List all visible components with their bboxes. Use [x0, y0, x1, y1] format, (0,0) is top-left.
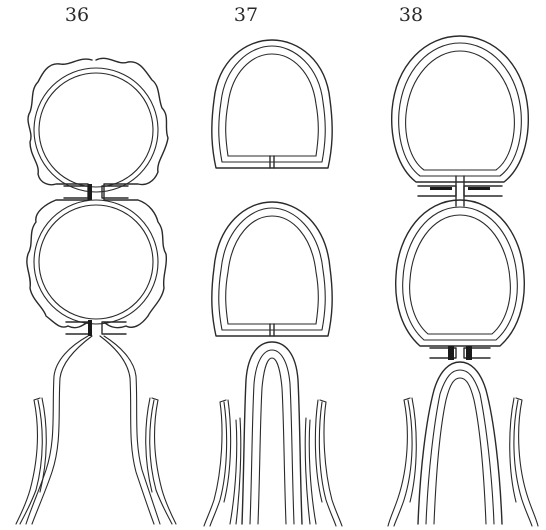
figure-38-lower-cell-outer [396, 200, 525, 346]
figure-36-sheath-right [146, 398, 176, 524]
figure-38-sheath-left [388, 398, 416, 526]
figure-38-upper-cell-outer [392, 36, 529, 182]
figure-36-cross-wall-upper-right [102, 186, 128, 198]
figure-36-lower-cell-inner [39, 205, 153, 319]
figure-37-top-cell-inner [226, 54, 319, 156]
figure-38-stalk-arch-inner [426, 370, 494, 524]
figure-38-lower-cell-middle [403, 207, 518, 340]
figure-37-middle-cell-inner [226, 216, 319, 324]
figure-37-top-cell-middle [219, 46, 325, 162]
figure-38-upper-cell-middle [399, 43, 522, 176]
figure-37-top-cell-outer [212, 40, 332, 168]
figure-37-middle-cell-outer [212, 202, 332, 336]
figure-36-pore-lower [88, 320, 92, 336]
figure-38-pore-upper [456, 176, 464, 206]
figure-38-lower-cell-inner [410, 215, 511, 334]
figure-37-sheath-left [204, 400, 241, 526]
figure-38-upper-cell-inner [406, 51, 515, 170]
figure-38-sheath-right [510, 398, 538, 526]
figure-36-upper-cell-outer [34, 68, 158, 192]
figure-36-upper-cell-inner [39, 73, 153, 187]
figure-37-sheath-right [305, 400, 342, 526]
figure-38-pore-lower-right [466, 346, 472, 360]
figure-38-wall-band-left [430, 187, 452, 190]
figure-36-pore-upper [88, 184, 92, 200]
figure-36-cross-wall-upper-left [64, 186, 90, 198]
figure-37-drawing [204, 40, 342, 526]
figure-37-stalk-arch-inner [250, 350, 294, 524]
figure-37-middle-cell-middle [219, 208, 325, 330]
figure-38-wall-band-right [468, 187, 490, 190]
figure-38-stalk-arch [418, 362, 502, 524]
figure-36-drawing [16, 58, 176, 524]
figure-36-sheath-left [16, 398, 46, 524]
figure-38-pore-lower-left [448, 346, 454, 360]
figure-36-lower-cell-outer [34, 200, 158, 324]
figure-38-drawing [388, 36, 538, 526]
